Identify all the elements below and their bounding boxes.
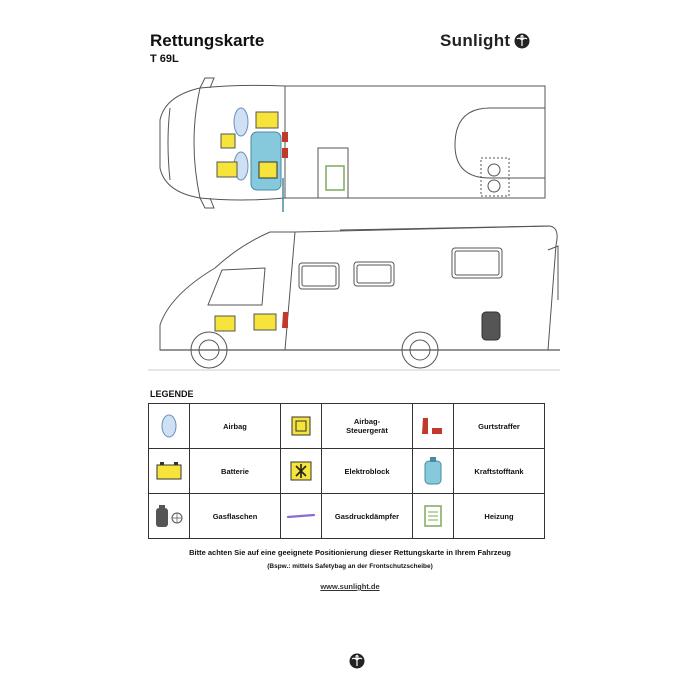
placement-note-example: (Bspw.: mittels Safetybag an der Frontsc… (267, 563, 433, 570)
electro-block-icon (290, 461, 312, 481)
legend-row: Airbag Airbag- Steuergerät Gurtstraffer (148, 403, 545, 449)
legend-icon-cell (280, 493, 322, 539)
legend-icon-cell (148, 448, 190, 494)
legend-label: Gurtstraffer (453, 403, 545, 449)
model-label: T 69L (150, 53, 179, 65)
legend-icon-cell (280, 448, 322, 494)
legend-label: Elektroblock (321, 448, 413, 494)
legend-title: LEGENDE (150, 389, 194, 399)
airbag-icon (161, 414, 177, 438)
legend-icon-cell (280, 403, 322, 449)
battery-marker (253, 313, 277, 331)
battery-icon (156, 462, 182, 480)
airbag-marker (233, 107, 249, 137)
legend-label: Kraftstofftank (453, 448, 545, 494)
gas-strut-icon (286, 513, 316, 519)
airbag-control-unit-icon (291, 416, 311, 436)
vehicle-diagram (148, 77, 560, 371)
legend-icon-cell (412, 448, 454, 494)
legend-icon-cell (148, 493, 190, 539)
battery-marker (255, 111, 279, 129)
electro-block-marker (258, 161, 278, 179)
gas-bottle-icon (156, 505, 183, 527)
legend-label: Heizung (453, 493, 545, 539)
legend-label: Gasdruckdämpfer (321, 493, 413, 539)
side-view (159, 225, 560, 369)
tensioner-marker (282, 148, 288, 158)
top-view (159, 77, 546, 209)
airbag-control-marker (220, 133, 236, 149)
fuel-tank-marker (250, 131, 282, 191)
battery-marker (214, 315, 236, 332)
brand-name: Sunlight (440, 31, 511, 50)
legend-label: Batterie (189, 448, 281, 494)
legend-row: Batterie Elektroblock Kraftstofftank (148, 448, 545, 494)
website-link[interactable]: www.sunlight.de (320, 582, 380, 591)
fuel-tank-icon (424, 457, 442, 485)
legend-table: Airbag Airbag- Steuergerät Gurtstraffer … (148, 403, 545, 539)
page-title: Rettungskarte (150, 31, 265, 50)
palm-logo-icon (514, 33, 530, 49)
placement-note: Bitte achten Sie auf eine geeignete Posi… (189, 548, 511, 557)
heater-icon (424, 505, 442, 527)
tensioner-marker (282, 312, 288, 328)
legend-label: Airbag- Steuergerät (321, 403, 413, 449)
tensioner-marker (282, 132, 288, 142)
side-view-components (214, 311, 501, 341)
brand-logo: Sunlight (440, 31, 530, 51)
legend-icon-cell (148, 403, 190, 449)
legend-row: Gasflaschen Gasdruckdämpfer Heizung (148, 493, 545, 539)
battery-marker (216, 161, 238, 178)
top-view-components (216, 107, 288, 212)
palm-logo-icon (349, 653, 365, 669)
legend-label: Airbag (189, 403, 281, 449)
legend-icon-cell (412, 493, 454, 539)
legend-icon-cell (412, 403, 454, 449)
gas-bottle-marker (481, 311, 501, 341)
legend-label: Gasflaschen (189, 493, 281, 539)
seatbelt-tensioner-icon (422, 418, 442, 434)
